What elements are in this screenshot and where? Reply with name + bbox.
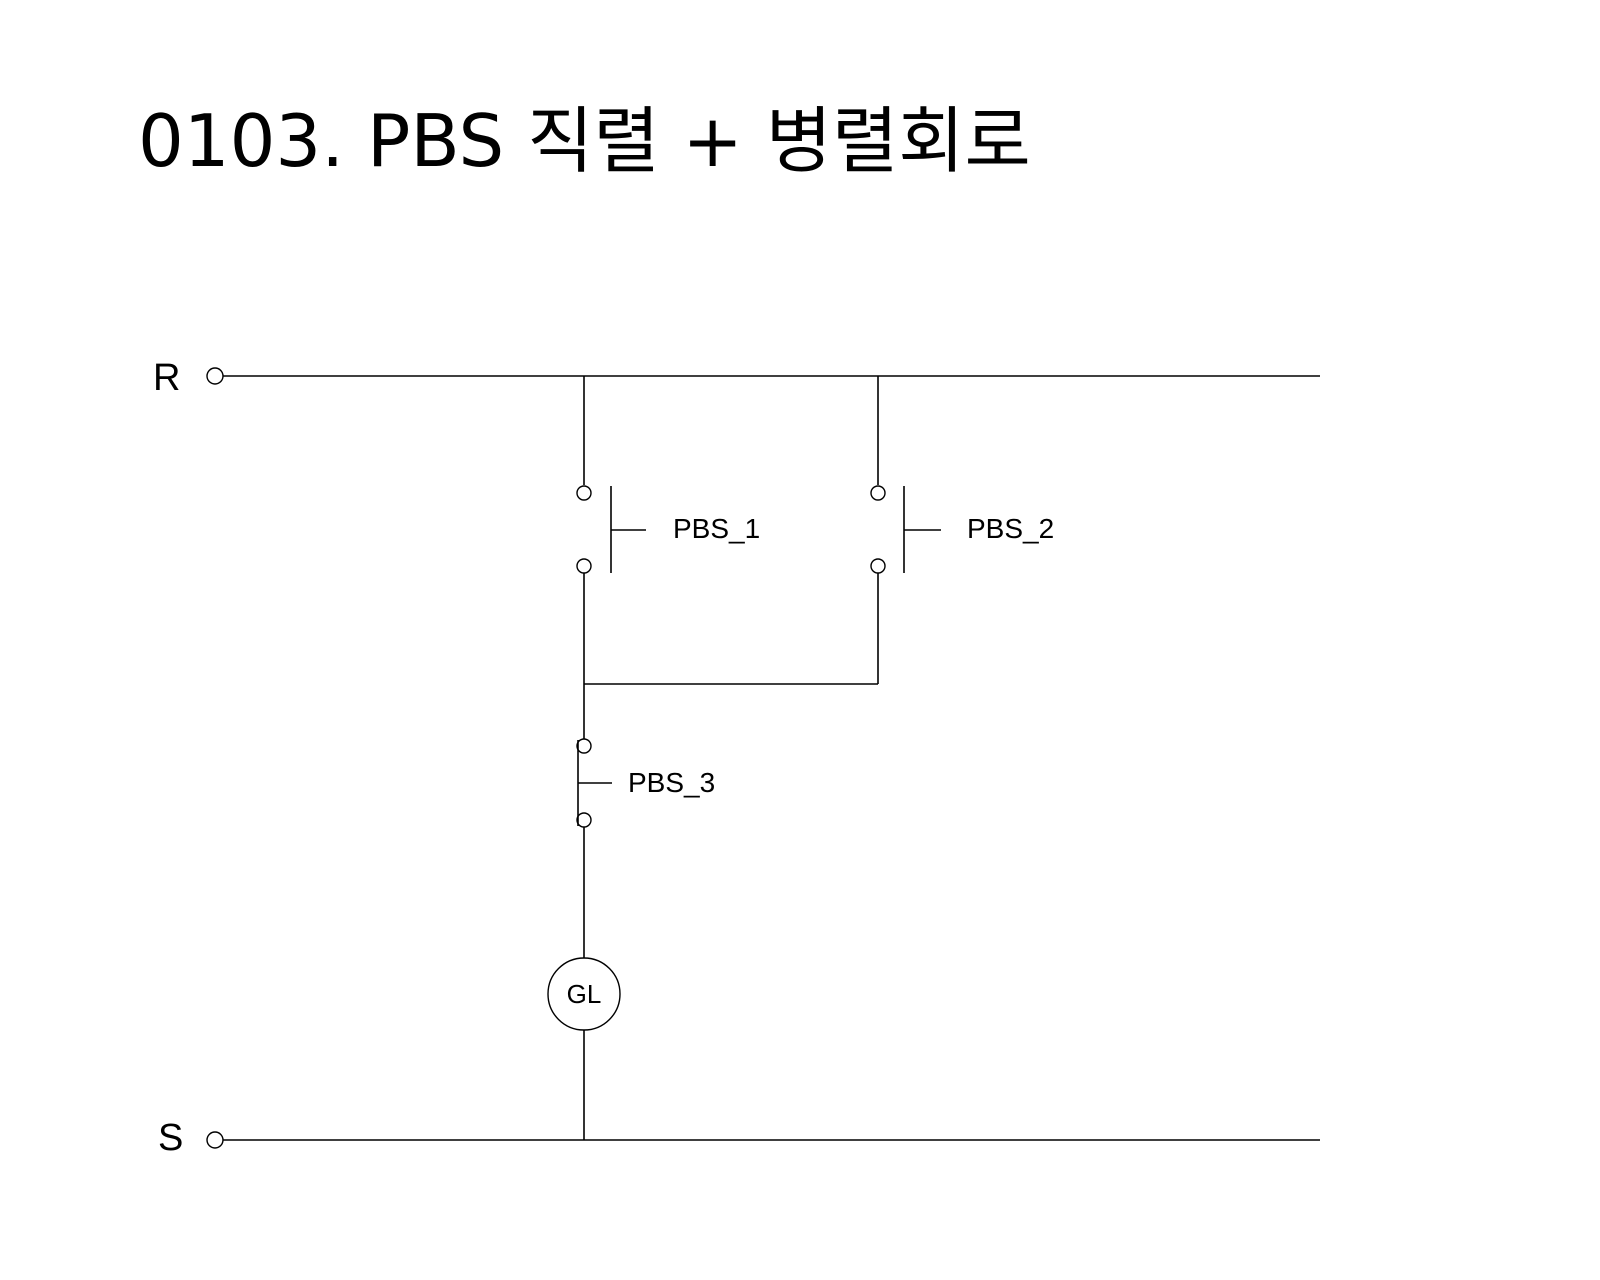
pbs2-contact-top xyxy=(870,485,886,501)
pbs1-contact-bottom xyxy=(576,558,592,574)
pbs3-contact-top xyxy=(576,738,592,754)
pbs1-contact-top xyxy=(576,485,592,501)
terminal-r-label: R xyxy=(153,357,180,399)
lamp-gl-label: GL xyxy=(567,979,602,1009)
pbs3-label: PBS_3 xyxy=(628,767,715,798)
page-title: 0103. PBS 직렬 + 병렬회로 xyxy=(138,99,1031,183)
pbs1-label: PBS_1 xyxy=(673,513,760,544)
pbs3-contact-bottom xyxy=(576,812,592,828)
pbs2-contact-bottom xyxy=(870,558,886,574)
terminal-r xyxy=(206,367,224,385)
pbs2-label: PBS_2 xyxy=(967,513,1054,544)
terminal-s xyxy=(206,1131,224,1149)
terminal-s-label: S xyxy=(158,1117,183,1159)
